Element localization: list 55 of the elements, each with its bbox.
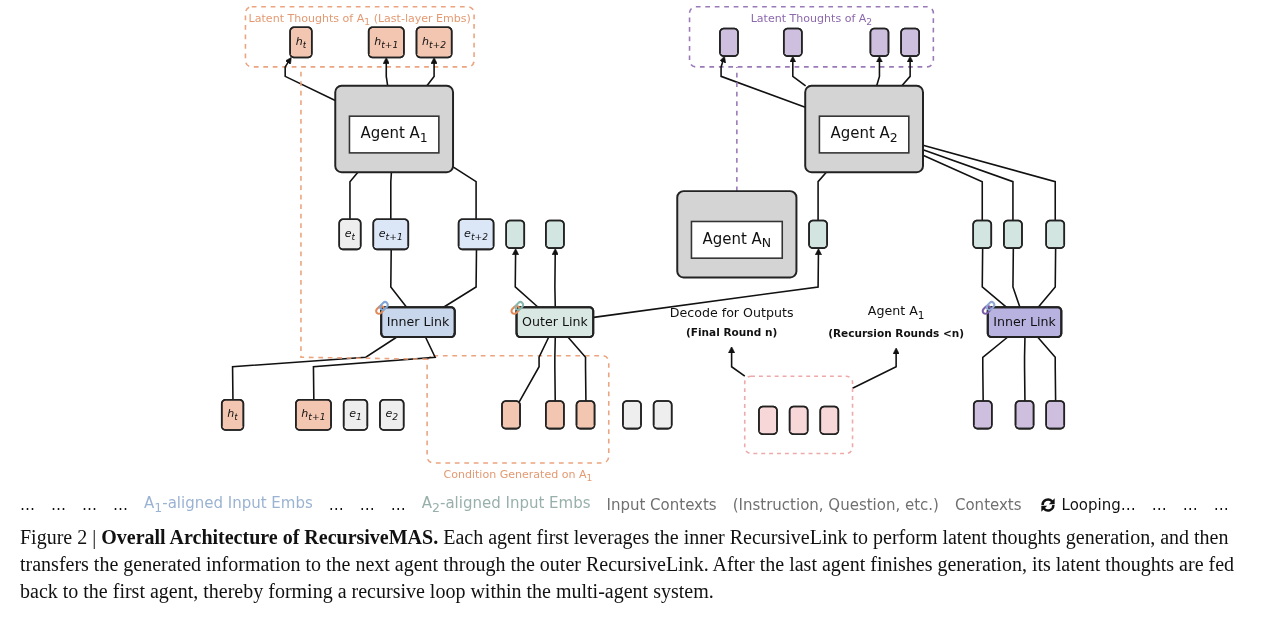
connector (349, 171, 359, 220)
cluster (743, 375, 854, 455)
annotation-text: Input Contexts (606, 495, 717, 514)
connector (982, 336, 1008, 403)
ellipsis: … (1213, 495, 1229, 514)
arrow (851, 347, 900, 390)
connector (736, 66, 738, 192)
node-text: Agent A$_{1}$ (Recursion Rounds <n) (828, 303, 965, 340)
node-box: Agent A$_{2}$ (818, 115, 910, 154)
connector (981, 247, 1008, 309)
connector (390, 249, 408, 309)
connector (1037, 247, 1057, 309)
connector (567, 336, 587, 403)
arrow (382, 57, 390, 87)
ellipsis: … (51, 495, 66, 514)
status-text: Looping… (1061, 495, 1136, 514)
arrow (512, 248, 540, 309)
arrow (728, 346, 746, 377)
arrow (875, 55, 883, 87)
ellipsis: … (1182, 495, 1198, 514)
arrow (426, 57, 438, 87)
cluster (804, 84, 924, 174)
connector (1023, 336, 1026, 403)
ellipsis: … (20, 495, 35, 514)
cluster (676, 190, 798, 279)
connector (554, 336, 557, 403)
arrow (901, 55, 914, 87)
ellipsis: … (113, 495, 128, 514)
node-label: Condition Generated on A$_{1}$ (443, 467, 593, 484)
ellipsis: … (328, 495, 344, 514)
cluster (426, 354, 610, 464)
connector (1012, 247, 1021, 309)
annotation-note: (Instruction, Question, etc.) (732, 495, 939, 514)
node-box: Agent A$_{N}$ (690, 220, 784, 259)
arrow (719, 55, 806, 109)
connector (231, 336, 397, 401)
annotation-text: A$_{1}$-aligned Input Embs (144, 494, 313, 515)
annotation-text: A$_{2}$-aligned Input Embs (421, 494, 591, 515)
connector (312, 336, 437, 401)
connector (1037, 336, 1057, 403)
connector (817, 171, 828, 222)
arrow (551, 248, 559, 309)
figure-caption: Figure 2 | Overall Architecture of RecursiveMAS. Each agent first leverages the inner RecursiveLink to perform latent thoughts generation, and then transfers the generated information to the next agent through the outer RecursiveLink. After the last agent finishes generation, its latent thoughts are fed back to the first agent, thereby forming a recursive loop within the multi-agent system. (20, 525, 1236, 605)
ellipsis: … (1151, 495, 1167, 514)
arrow (789, 55, 807, 87)
ellipsis: … (390, 495, 406, 514)
cluster: Latent Thoughts of A$_{2}$ (688, 5, 935, 68)
node-box: Agent A$_{1}$ (348, 115, 440, 154)
cluster (334, 84, 455, 174)
ellipsis: … (82, 495, 97, 514)
node-text: Decode for Outputs (Final Round n) (669, 304, 794, 338)
annotation-text: Contexts (954, 495, 1022, 514)
connector (518, 336, 550, 404)
connector (390, 171, 393, 220)
ellipsis: … (359, 495, 375, 514)
